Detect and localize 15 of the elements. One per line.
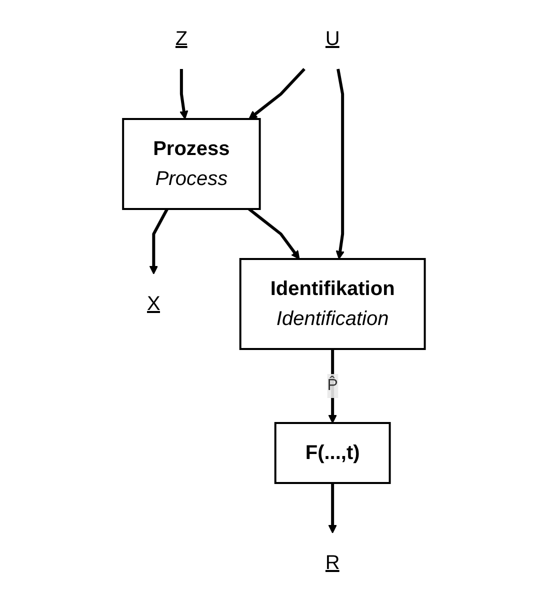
node-text: U bbox=[324, 28, 340, 50]
node-box: F(...,t) bbox=[274, 422, 390, 484]
arrow bbox=[248, 68, 306, 120]
arrow bbox=[248, 208, 300, 260]
edge-label: P̂ bbox=[326, 377, 338, 394]
node-box: Prozess Process bbox=[122, 118, 260, 210]
arrow bbox=[328, 483, 337, 534]
arrow bbox=[148, 208, 168, 274]
arrow bbox=[328, 349, 337, 424]
node-text: Z bbox=[174, 28, 188, 50]
node-text: R bbox=[324, 552, 340, 574]
node-box: Identifikation Identification bbox=[238, 258, 426, 350]
node-text: X bbox=[146, 293, 160, 315]
arrow bbox=[335, 68, 344, 260]
arrow bbox=[179, 69, 188, 120]
